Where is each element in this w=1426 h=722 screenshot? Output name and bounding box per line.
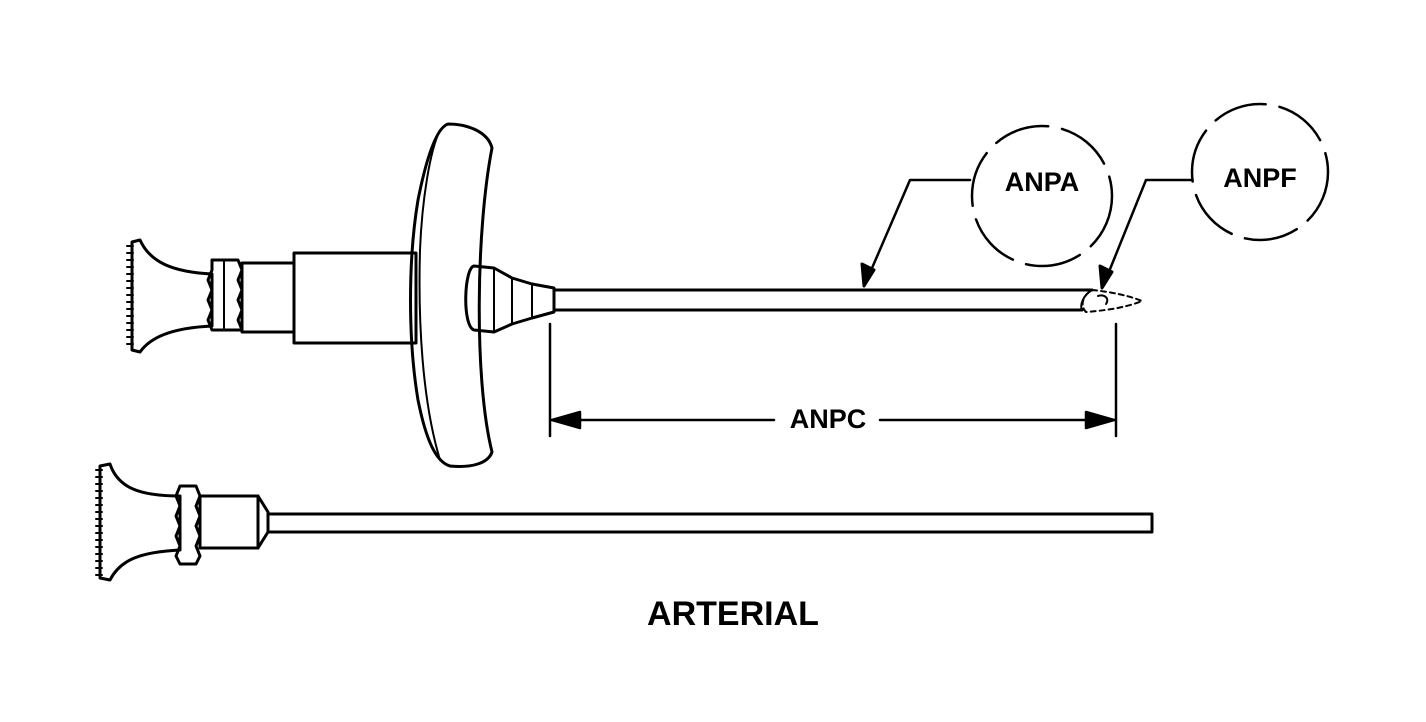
flange-edge <box>418 129 441 461</box>
callout-circle-anpa <box>970 124 1114 268</box>
stylet <box>95 462 1154 582</box>
leader-anpa <box>864 178 972 284</box>
hub-body <box>292 251 418 345</box>
stylet-nut <box>174 484 202 566</box>
leader-arrow-anpf <box>1098 264 1114 290</box>
leader-arrow-anpa <box>860 262 876 288</box>
callout-anpa <box>860 124 1114 288</box>
knob-knurling <box>126 245 134 345</box>
hub-cone-rings <box>493 267 533 333</box>
label-anpa: ANPA <box>1005 167 1080 197</box>
cannula <box>552 288 1094 312</box>
stylet-knob-knurling <box>95 469 103 576</box>
callout-circle-anpf <box>1190 102 1330 242</box>
leader-anpf <box>1102 178 1194 286</box>
stylet-knob <box>98 462 182 582</box>
stylet-tip-dashed <box>1081 289 1143 313</box>
needle-hub-cone <box>464 264 556 334</box>
knurled-knob <box>130 238 214 354</box>
stylet-rod <box>266 512 1154 534</box>
tip-detail <box>1097 294 1109 305</box>
callout-anpf <box>1098 102 1330 290</box>
dimension-anpc <box>548 322 1118 438</box>
flange-wing <box>409 122 494 468</box>
arrowhead-right <box>1084 410 1116 430</box>
caption-arterial: ARTERIAL <box>647 595 819 633</box>
needle-assembly <box>126 122 1143 468</box>
stylet-collar <box>240 261 296 334</box>
label-anpf: ANPF <box>1223 163 1297 193</box>
label-anpc: ANPC <box>790 404 867 434</box>
stylet-collar <box>198 494 260 550</box>
arrowhead-left <box>550 410 582 430</box>
